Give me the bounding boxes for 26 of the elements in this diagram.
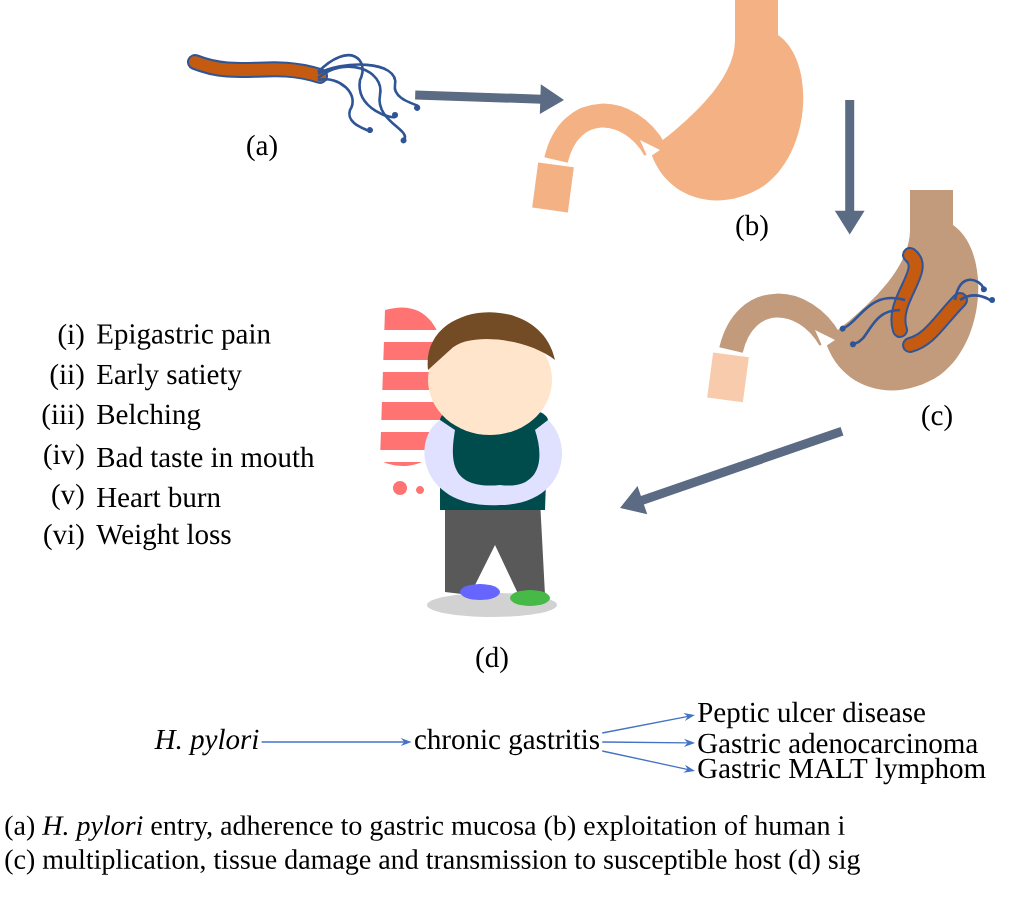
flow-term: chronic gastritis [415, 728, 599, 756]
symptom-text: Heart burn [97, 486, 221, 508]
caption-line: (a) H. pylori entry, adherence to gastric mucosa (b) exploitation of human i [5, 815, 845, 841]
list-numeral: (ii) [50, 363, 84, 391]
figure-label: (a) [247, 134, 277, 162]
list-numeral: (iii) [42, 403, 84, 431]
caption-line: (c) multiplication, tissue damage and transmission to susceptible host (d) sig [5, 849, 860, 875]
figure-label: (b) [736, 214, 768, 242]
flow-term: Gastric adenocarcinoma [698, 732, 978, 754]
list-numeral: (i) [58, 323, 84, 351]
symptom-text: Epigastric pain [97, 324, 271, 350]
symptom-text: Belching [97, 403, 201, 431]
symptom-text: Bad taste in mouth [97, 446, 315, 468]
person-drawing [380, 307, 562, 617]
stomach-drawing [532, 0, 804, 213]
list-numeral: (v) [52, 483, 84, 511]
infected-stomach-drawing [707, 190, 995, 403]
flow-term: H. pylori [154, 728, 259, 756]
list-numeral: (vi) [44, 523, 84, 551]
figure-label: (d) [476, 646, 508, 674]
flow-term: Peptic ulcer disease [698, 701, 925, 729]
figure-label: (c) [922, 404, 952, 432]
flow-term: Gastric MALT lymphom [698, 757, 986, 785]
symptom-text: Early satiety [97, 363, 242, 391]
symptom-text: Weight loss [96, 523, 231, 551]
list-numeral: (iv) [44, 443, 84, 471]
